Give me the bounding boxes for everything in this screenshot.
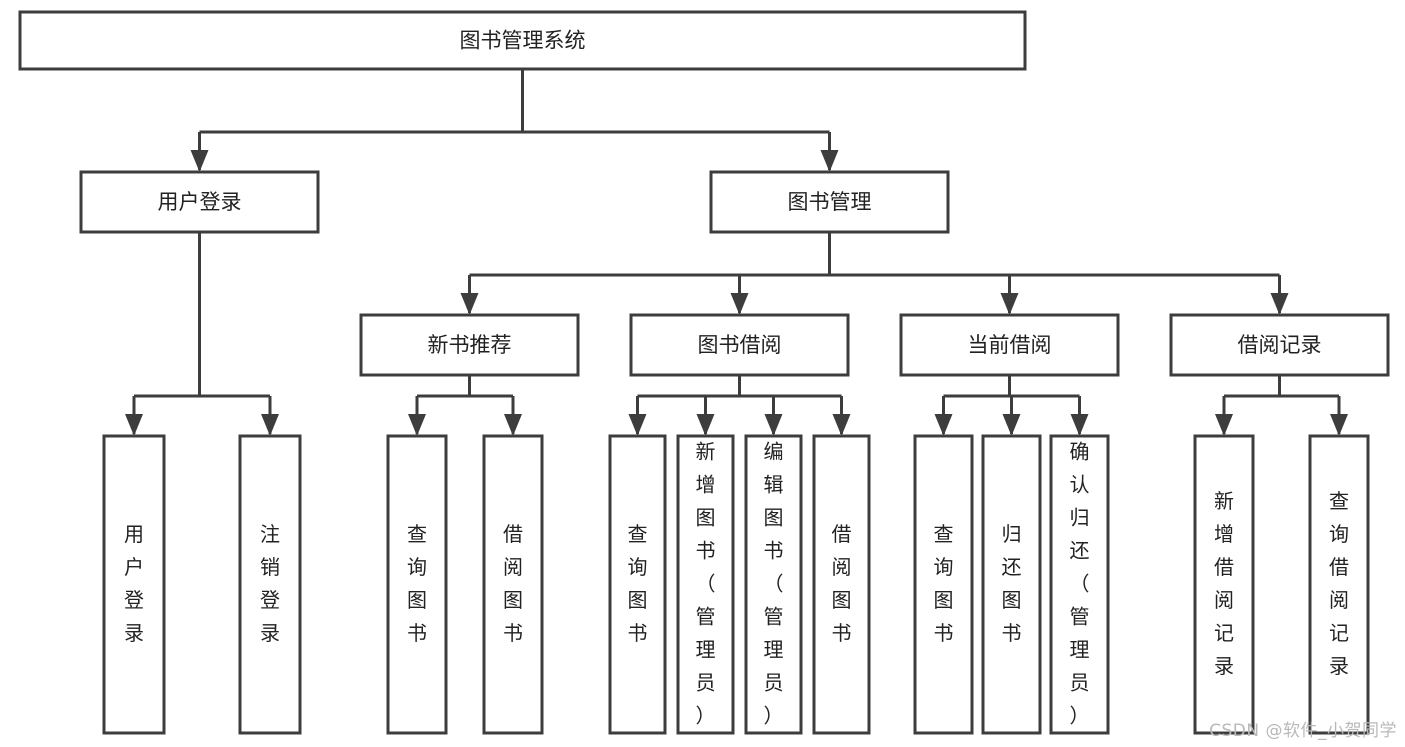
arrow-head-icon: [190, 150, 209, 172]
arrow-head-icon: [1270, 293, 1289, 315]
arrow-head-icon: [832, 414, 851, 436]
node-box-borrow-book-2: [812, 434, 871, 735]
node-box-query-borrow-record: [1308, 434, 1370, 735]
node-box-query-book-1: [386, 434, 448, 735]
node-box-add-borrow-record: [1193, 434, 1255, 735]
arrow-head-icon: [696, 414, 715, 436]
node-layer: 图书管理系统用户登录用户登录注销登录图书管理新书推荐查询图书借阅图书图书借阅查询…: [18, 10, 1390, 735]
node-root[interactable]: 图书管理系统: [18, 10, 1027, 71]
node-edit-book-admin[interactable]: 编辑图书（管理员）: [744, 434, 803, 735]
node-label-add-borrow-record: 新增借阅记录: [1214, 489, 1234, 678]
node-label-user-login: 用户登录: [158, 190, 242, 214]
node-label-borrow-book-2: 借阅图书: [832, 522, 852, 645]
connector-layer: [125, 69, 1348, 436]
node-book-borrow[interactable]: 图书借阅: [629, 313, 850, 377]
node-label-confirm-return-admin: 确认归还（管理员）: [1070, 439, 1090, 727]
node-box-current-borrow: [899, 313, 1120, 377]
node-query-book-3[interactable]: 查询图书: [913, 434, 974, 735]
arrow-head-icon: [125, 414, 143, 436]
node-label-borrow-record: 借阅记录: [1238, 333, 1322, 357]
node-box-book-borrow: [629, 313, 850, 377]
node-label-borrow-book-1: 借阅图书: [503, 522, 523, 645]
node-return-book[interactable]: 归还图书: [981, 434, 1042, 735]
node-confirm-return-admin[interactable]: 确认归还（管理员）: [1049, 434, 1110, 735]
node-label-query-book-1: 查询图书: [407, 522, 427, 645]
node-box-query-book-3: [913, 434, 974, 735]
node-label-book-management: 图书管理: [788, 190, 872, 214]
node-query-book-2[interactable]: 查询图书: [608, 434, 667, 735]
arrow-head-icon: [934, 414, 953, 436]
node-box-query-book-2: [608, 434, 667, 735]
node-user-logout-leaf[interactable]: 注销登录: [238, 434, 302, 735]
node-box-root: [18, 10, 1027, 71]
node-box-user-logout-leaf: [238, 434, 302, 735]
node-label-add-book-admin: 新增图书（管理员）: [696, 439, 716, 727]
node-box-book-management: [709, 170, 950, 234]
node-box-user-login: [79, 170, 320, 234]
node-borrow-book-1[interactable]: 借阅图书: [482, 434, 544, 735]
node-borrow-record[interactable]: 借阅记录: [1169, 313, 1390, 377]
arrow-head-icon: [628, 414, 647, 436]
node-box-borrow-book-1: [482, 434, 544, 735]
node-label-edit-book-admin: 编辑图书（管理员）: [764, 439, 784, 727]
arrow-head-icon: [504, 414, 522, 436]
arrow-head-icon: [1215, 414, 1233, 436]
arrow-head-icon: [1330, 414, 1348, 436]
node-box-return-book: [981, 434, 1042, 735]
node-query-book-1[interactable]: 查询图书: [386, 434, 448, 735]
node-label-return-book: 归还图书: [1002, 522, 1022, 645]
node-label-query-borrow-record: 查询借阅记录: [1329, 489, 1349, 678]
node-box-user-login-leaf: [102, 434, 166, 735]
node-label-query-book-3: 查询图书: [934, 522, 954, 645]
arrow-head-icon: [1000, 293, 1019, 315]
node-box-edit-book-admin: [744, 434, 803, 735]
arrow-head-icon: [764, 414, 783, 436]
arrow-head-icon: [1002, 414, 1021, 436]
node-box-borrow-record: [1169, 313, 1390, 377]
node-label-new-book-recommend: 新书推荐: [428, 333, 512, 357]
arrow-head-icon: [408, 414, 426, 436]
arrow-head-icon: [460, 293, 479, 315]
arrow-head-icon: [820, 150, 839, 172]
node-label-user-logout-leaf: 注销登录: [260, 522, 280, 645]
node-label-query-book-2: 查询图书: [628, 522, 648, 645]
arrow-head-icon: [730, 293, 749, 315]
node-box-new-book-recommend: [359, 313, 580, 377]
arrow-head-icon: [261, 414, 279, 436]
node-query-borrow-record[interactable]: 查询借阅记录: [1308, 434, 1370, 735]
node-label-root: 图书管理系统: [460, 29, 586, 53]
node-user-login-leaf[interactable]: 用户登录: [102, 434, 166, 735]
node-user-login[interactable]: 用户登录: [79, 170, 320, 234]
arrow-head-icon: [1070, 414, 1089, 436]
node-add-book-admin[interactable]: 新增图书（管理员）: [676, 434, 735, 735]
node-box-confirm-return-admin: [1049, 434, 1110, 735]
node-current-borrow[interactable]: 当前借阅: [899, 313, 1120, 377]
node-borrow-book-2[interactable]: 借阅图书: [812, 434, 871, 735]
node-box-add-book-admin: [676, 434, 735, 735]
node-book-management[interactable]: 图书管理: [709, 170, 950, 234]
node-label-user-login-leaf: 用户登录: [124, 522, 144, 645]
node-add-borrow-record[interactable]: 新增借阅记录: [1193, 434, 1255, 735]
node-new-book-recommend[interactable]: 新书推荐: [359, 313, 580, 377]
node-label-current-borrow: 当前借阅: [968, 333, 1052, 357]
node-label-book-borrow: 图书借阅: [698, 333, 782, 357]
